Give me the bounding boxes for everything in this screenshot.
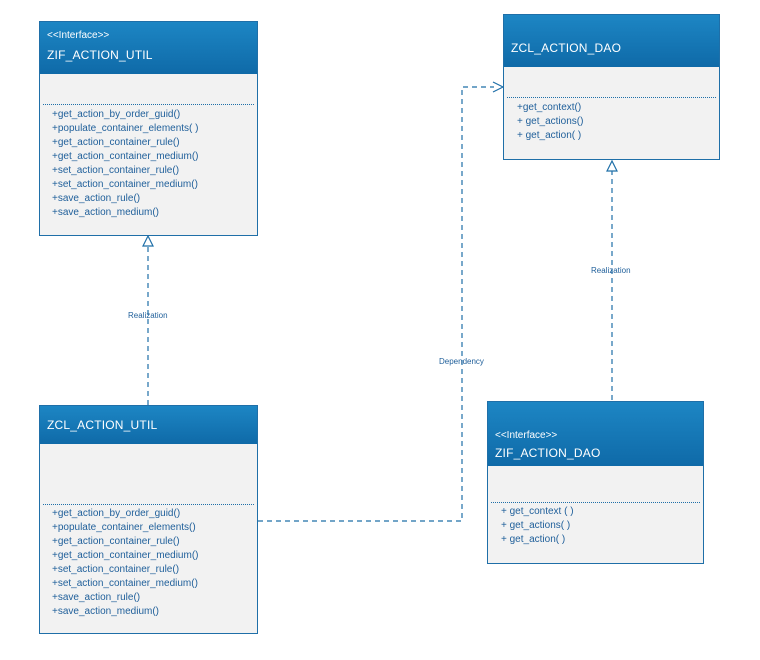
stereotype-label: <<Interface>> — [47, 30, 110, 41]
method-item: +set_action_container_rule() — [52, 564, 180, 575]
method-item: +set_action_container_rule() — [52, 165, 180, 176]
method-item: +save_action_rule() — [52, 193, 141, 204]
method-list: +get_context() + get_actions() + get_act… — [517, 101, 583, 143]
method-item: +populate_container_elements( ) — [52, 123, 199, 134]
realization-label-right: Realization — [591, 266, 631, 275]
method-item: +save_action_rule() — [52, 592, 141, 603]
dependency-label: Dependency — [439, 357, 484, 366]
method-item: +save_action_medium() — [52, 207, 159, 218]
compartment-divider — [491, 502, 700, 503]
class-zif-action-dao[interactable]: <<Interface>> ZIF_ACTION_DAO + get_conte… — [487, 401, 704, 564]
class-name: ZIF_ACTION_UTIL — [47, 48, 153, 62]
method-item: +populate_container_elements() — [52, 522, 196, 533]
compartment-divider — [507, 97, 716, 98]
method-item: +save_action_medium() — [52, 606, 159, 617]
class-header: ZCL_ACTION_UTIL — [40, 406, 257, 444]
realization-label-left: Realization — [128, 311, 168, 320]
method-item: +set_action_container_medium() — [52, 179, 198, 190]
method-item: +get_context() — [517, 102, 582, 113]
stereotype-label: <<Interface>> — [495, 430, 558, 441]
class-header: <<Interface>> ZIF_ACTION_UTIL — [40, 22, 257, 74]
method-item: + get_action( ) — [517, 130, 582, 141]
class-zcl-action-util[interactable]: ZCL_ACTION_UTIL +get_action_by_order_gui… — [39, 405, 258, 634]
compartment-divider — [43, 504, 254, 505]
class-name: ZCL_ACTION_DAO — [511, 41, 622, 55]
realization-arrowhead-left — [142, 234, 154, 247]
method-item: +get_action_container_medium() — [52, 151, 199, 162]
dependency-arrowhead — [492, 81, 505, 93]
class-header: <<Interface>> ZIF_ACTION_DAO — [488, 402, 703, 466]
method-item: + get_actions( ) — [501, 520, 571, 531]
class-zif-action-util[interactable]: <<Interface>> ZIF_ACTION_UTIL +get_actio… — [39, 21, 258, 236]
class-name: ZIF_ACTION_DAO — [495, 446, 601, 460]
method-item: +get_action_container_rule() — [52, 137, 180, 148]
method-item: +get_action_container_medium() — [52, 550, 199, 561]
realization-arrowhead-right — [606, 159, 618, 172]
dependency-line — [258, 86, 494, 522]
class-zcl-action-dao[interactable]: ZCL_ACTION_DAO +get_context() + get_acti… — [503, 14, 720, 160]
method-item: +set_action_container_medium() — [52, 578, 198, 589]
method-item: + get_context ( ) — [501, 506, 574, 517]
class-header: ZCL_ACTION_DAO — [504, 15, 719, 67]
compartment-divider — [43, 104, 254, 105]
method-list: + get_context ( ) + get_actions( ) + get… — [501, 505, 574, 547]
class-name: ZCL_ACTION_UTIL — [47, 418, 158, 432]
method-list: +get_action_by_order_guid() +populate_co… — [52, 108, 198, 220]
method-item: +get_action_by_order_guid() — [52, 109, 181, 120]
method-item: + get_action( ) — [501, 534, 566, 545]
method-item: +get_action_by_order_guid() — [52, 508, 181, 519]
method-item: + get_actions() — [517, 116, 584, 127]
method-item: +get_action_container_rule() — [52, 536, 180, 547]
method-list: +get_action_by_order_guid() +populate_co… — [52, 507, 198, 619]
